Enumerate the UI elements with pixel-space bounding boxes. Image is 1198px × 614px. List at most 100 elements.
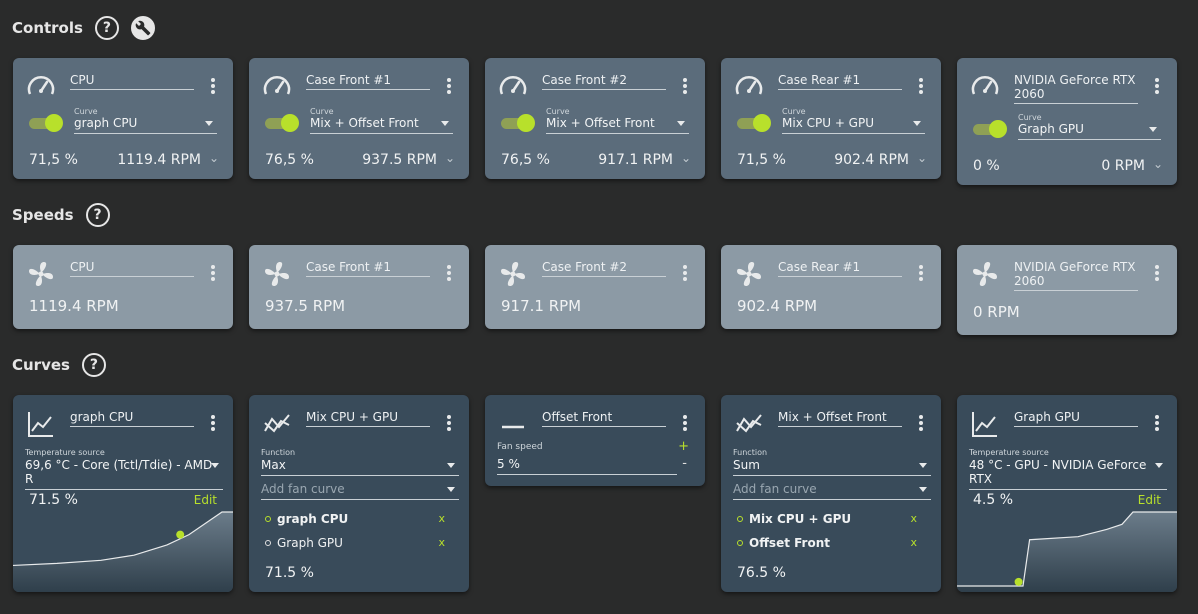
chevron-down-icon[interactable]: ⌄: [916, 151, 927, 165]
chevron-down-icon: [677, 121, 685, 126]
control-name[interactable]: Case Rear #1: [778, 73, 902, 90]
rpm-value: 0 RPM: [1101, 158, 1145, 174]
curve-name[interactable]: graph CPU: [70, 410, 194, 427]
curve-area: [957, 512, 1177, 592]
fan-speed-input[interactable]: 5 %: [497, 457, 677, 475]
temp-source-label: Temperature source: [25, 448, 105, 457]
manual-toggle[interactable]: [27, 114, 63, 132]
current-point[interactable]: [176, 530, 185, 539]
mix-item: Offset Front: [737, 536, 830, 550]
add-fan-curve-select[interactable]: Add fan curve: [733, 482, 931, 500]
help-icon[interactable]: ?: [85, 203, 110, 227]
gauge-icon: [263, 76, 291, 95]
speed-percent: 76,5 %: [501, 152, 550, 168]
rpm-value: 0 RPM: [973, 303, 1020, 321]
curve-select[interactable]: Mix + Offset Front: [310, 116, 453, 134]
more-menu-icon[interactable]: [919, 78, 923, 94]
chevron-down-icon[interactable]: ⌄: [680, 151, 691, 165]
help-icon[interactable]: ?: [81, 353, 106, 377]
speed-name[interactable]: CPU: [70, 260, 194, 277]
mix-icon: [264, 414, 290, 433]
more-menu-icon[interactable]: [211, 265, 215, 281]
function-label: Function: [733, 448, 768, 457]
gauge-icon: [971, 76, 999, 95]
speed-percent: 0 %: [973, 158, 1000, 174]
function-select[interactable]: Sum: [733, 458, 931, 476]
curve-select[interactable]: Mix + Offset Front: [546, 116, 689, 134]
chevron-down-icon[interactable]: ⌄: [208, 151, 219, 165]
current-point[interactable]: [1014, 577, 1023, 586]
curves-header: Curves ?: [12, 353, 106, 377]
gauge-icon: [735, 76, 763, 95]
control-card: Case Front #1 Curve Mix + Offset Front 7…: [249, 58, 469, 179]
more-menu-icon[interactable]: [211, 415, 215, 431]
increment-button[interactable]: +: [678, 439, 689, 454]
mix-item: Graph GPU: [265, 536, 343, 550]
more-menu-icon[interactable]: [1155, 265, 1159, 281]
speed-percent: 71,5 %: [737, 152, 786, 168]
wrench-icon[interactable]: [130, 16, 155, 40]
more-menu-icon[interactable]: [1155, 415, 1159, 431]
curve-name[interactable]: Mix CPU + GPU: [306, 410, 430, 427]
speed-name[interactable]: Case Front #2: [542, 260, 666, 277]
more-menu-icon[interactable]: [919, 265, 923, 281]
curve-select[interactable]: graph CPU: [74, 116, 217, 134]
speed-name[interactable]: Case Front #1: [306, 260, 430, 277]
temp-source-label: Temperature source: [969, 448, 1049, 457]
curve-chart[interactable]: [13, 506, 233, 592]
manual-toggle[interactable]: [499, 114, 535, 132]
fan-icon: [265, 262, 289, 286]
more-menu-icon[interactable]: [1155, 78, 1159, 94]
manual-toggle[interactable]: [971, 120, 1007, 138]
speed-name[interactable]: Case Rear #1: [778, 260, 902, 277]
chevron-down-icon[interactable]: ⌄: [444, 151, 455, 165]
control-name[interactable]: Case Front #1: [306, 73, 430, 90]
more-menu-icon[interactable]: [919, 415, 923, 431]
remove-button[interactable]: x: [910, 536, 917, 549]
more-menu-icon[interactable]: [447, 415, 451, 431]
function-label: Function: [261, 448, 296, 457]
control-name[interactable]: CPU: [70, 73, 194, 90]
more-menu-icon[interactable]: [211, 78, 215, 94]
edit-button[interactable]: Edit: [193, 493, 217, 507]
more-menu-icon[interactable]: [683, 78, 687, 94]
curve-select[interactable]: Graph GPU: [1018, 122, 1161, 140]
help-icon[interactable]: ?: [94, 16, 119, 40]
function-select[interactable]: Max: [261, 458, 459, 476]
more-menu-icon[interactable]: [447, 78, 451, 94]
rpm-value: 902.4 RPM: [834, 152, 909, 168]
temp-source-select[interactable]: 69,6 °C - Core (Tctl/Tdie) - AMD R: [25, 458, 223, 490]
curve-label: Curve: [74, 107, 98, 116]
add-fan-curve-select[interactable]: Add fan curve: [261, 482, 459, 500]
temp-source-select[interactable]: 48 °C - GPU - NVIDIA GeForce RTX: [969, 458, 1167, 490]
graph-icon: [28, 412, 53, 437]
chevron-down-icon[interactable]: ⌄: [1152, 157, 1163, 171]
manual-toggle[interactable]: [735, 114, 771, 132]
more-menu-icon[interactable]: [683, 415, 687, 431]
curve-select[interactable]: Mix CPU + GPU: [782, 116, 925, 134]
edit-button[interactable]: Edit: [1137, 493, 1161, 507]
remove-button[interactable]: x: [438, 512, 445, 525]
curves-title: Curves: [12, 356, 70, 374]
curve-name[interactable]: Offset Front: [542, 410, 666, 427]
controls-header: Controls ?: [12, 16, 155, 40]
remove-button[interactable]: x: [438, 536, 445, 549]
more-menu-icon[interactable]: [447, 265, 451, 281]
decrement-button[interactable]: -: [682, 456, 687, 471]
curve-name[interactable]: Mix + Offset Front: [778, 410, 902, 427]
remove-button[interactable]: x: [910, 512, 917, 525]
curve-name[interactable]: Graph GPU: [1014, 410, 1138, 427]
speed-card: CPU 1119.4 RPM: [13, 245, 233, 329]
rpm-value: 1119.4 RPM: [117, 152, 201, 168]
selected-dot-icon: [265, 516, 271, 522]
curve-chart[interactable]: [957, 506, 1177, 592]
more-menu-icon[interactable]: [683, 265, 687, 281]
graph-icon: [972, 412, 997, 437]
manual-toggle[interactable]: [263, 114, 299, 132]
gauge-icon: [499, 76, 527, 95]
control-card: Case Rear #1 Curve Mix CPU + GPU 71,5 % …: [721, 58, 941, 179]
control-name[interactable]: Case Front #2: [542, 73, 666, 90]
